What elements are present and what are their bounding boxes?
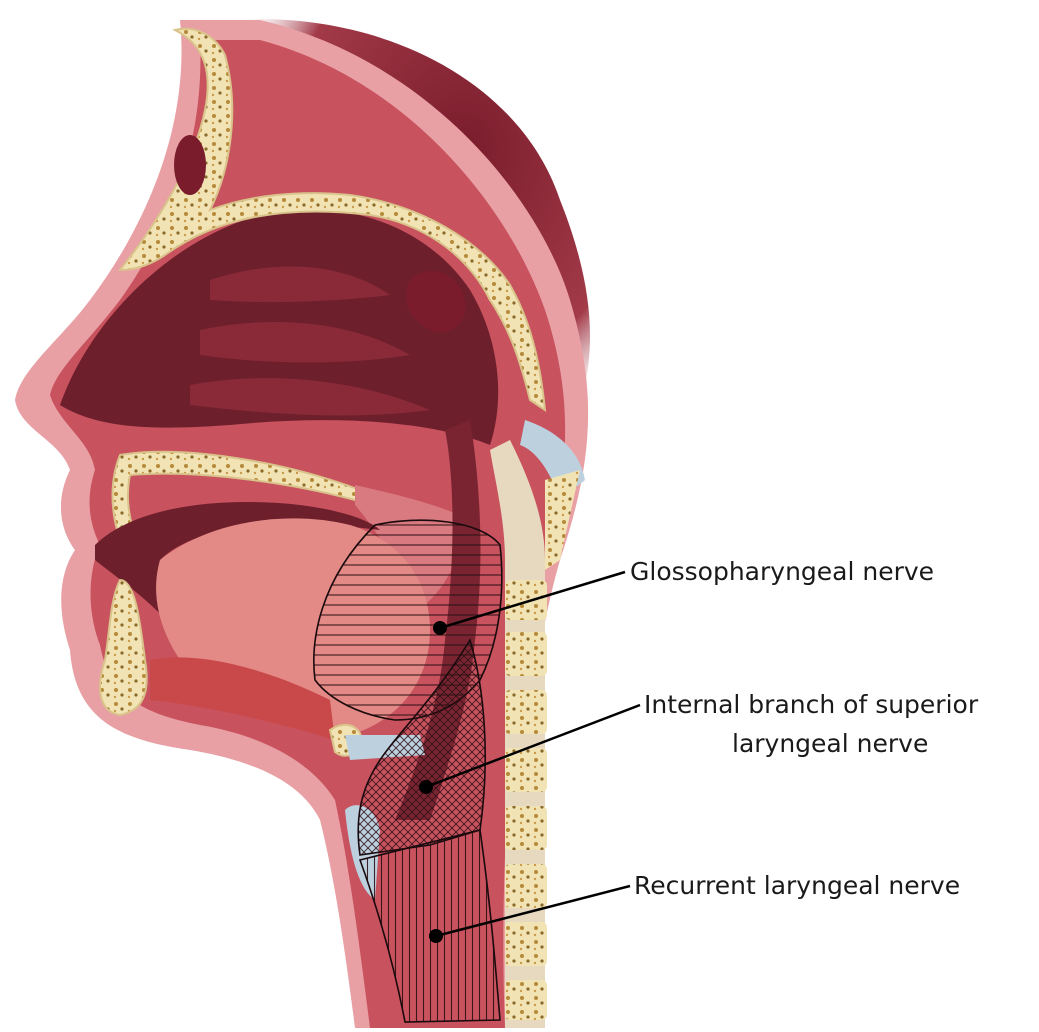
frontal-sinus [174,135,206,195]
label-internal-branch-line2: laryngeal nerve [732,729,928,758]
label-glossopharyngeal-nerve: Glossopharyngeal nerve [630,557,934,586]
leader-dot-glossopharyngeal [433,621,447,635]
leader-dot-internal-branch [419,780,433,794]
label-internal-branch-line1: Internal branch of superior [644,690,979,719]
label-recurrent-laryngeal-nerve: Recurrent laryngeal nerve [634,871,960,900]
leader-dot-recurrent [429,929,443,943]
